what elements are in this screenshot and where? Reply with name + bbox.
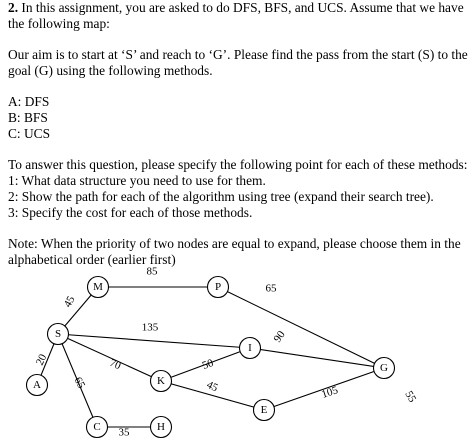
edge-cost-label: 65 [266, 283, 278, 295]
node-p-label: P [215, 281, 221, 293]
node-m-circle [86, 275, 110, 299]
edge-cost-label: 135 [142, 322, 159, 334]
node-g-circle [372, 356, 396, 380]
instructions-intro: To answer this question, please specify … [8, 157, 468, 172]
node-a-circle [25, 373, 49, 397]
edge-cost-label: 35 [119, 427, 131, 439]
edge-i-g [249, 347, 385, 369]
edge-cost-label: 90 [272, 328, 288, 344]
node-p-circle [206, 275, 230, 299]
edge-e-g [263, 367, 385, 411]
node-c-circle [85, 415, 109, 439]
method-bfs: B: BFS [8, 110, 48, 125]
edge-k-i [160, 347, 251, 382]
assignment-text: 2. In this assignment, you are asked to … [8, 0, 468, 268]
node-m-label: M [93, 281, 103, 293]
intro-text: In this assignment, you are asked to do … [8, 0, 464, 31]
instruction-item: 1: What data structure you need to use f… [8, 173, 266, 188]
edge-cost-label: 45 [205, 379, 220, 395]
edge-cost-label: 85 [147, 266, 159, 278]
node-s-circle [46, 322, 70, 346]
node-i-circle [238, 336, 262, 360]
node-e-label: E [261, 404, 268, 416]
extra-cost-label: 55 [402, 389, 418, 405]
edge-cost-label: 65 [72, 375, 88, 391]
edge-k-e [160, 380, 265, 411]
edge-cost-label: 45 [62, 294, 78, 310]
method-dfs: A: DFS [8, 94, 50, 109]
edge-cost-label: 20 [34, 352, 50, 367]
edge-p-g [217, 286, 385, 369]
node-i-label: I [248, 342, 252, 354]
node-a-label: A [33, 379, 41, 391]
aim-paragraph: Our aim is to start at ‘S’ and reach to … [8, 47, 468, 78]
edge-cost-label: 50 [201, 357, 216, 372]
node-k-label: K [157, 375, 165, 387]
graph-diagram: 85 65 45 135 90 70 50 45 105 20 65 35 55 M P S I G A K E C H [25, 266, 419, 439]
edge-s-c [57, 333, 98, 428]
method-ucs: C: UCS [8, 126, 51, 141]
node-k-circle [149, 369, 173, 393]
question-number: 2. [8, 0, 19, 15]
node-c-label: C [93, 421, 100, 433]
node-e-circle [252, 398, 276, 422]
note-paragraph: Note: When the priority of two nodes are… [8, 236, 461, 267]
node-h-circle [149, 415, 173, 439]
edge-s-k [57, 333, 162, 382]
edge-s-i [57, 333, 251, 349]
node-g-label: G [380, 362, 388, 374]
edge-cost-label: 105 [320, 384, 340, 401]
node-s-label: S [55, 328, 61, 340]
intro-paragraph: 2. In this assignment, you are asked to … [8, 0, 468, 32]
instruction-item: 2: Show the path for each of the algorit… [8, 189, 434, 204]
instruction-item: 3: Specify the cost for each of those me… [8, 205, 253, 220]
edge-cost-label: 70 [108, 357, 123, 372]
node-h-label: H [157, 421, 165, 433]
